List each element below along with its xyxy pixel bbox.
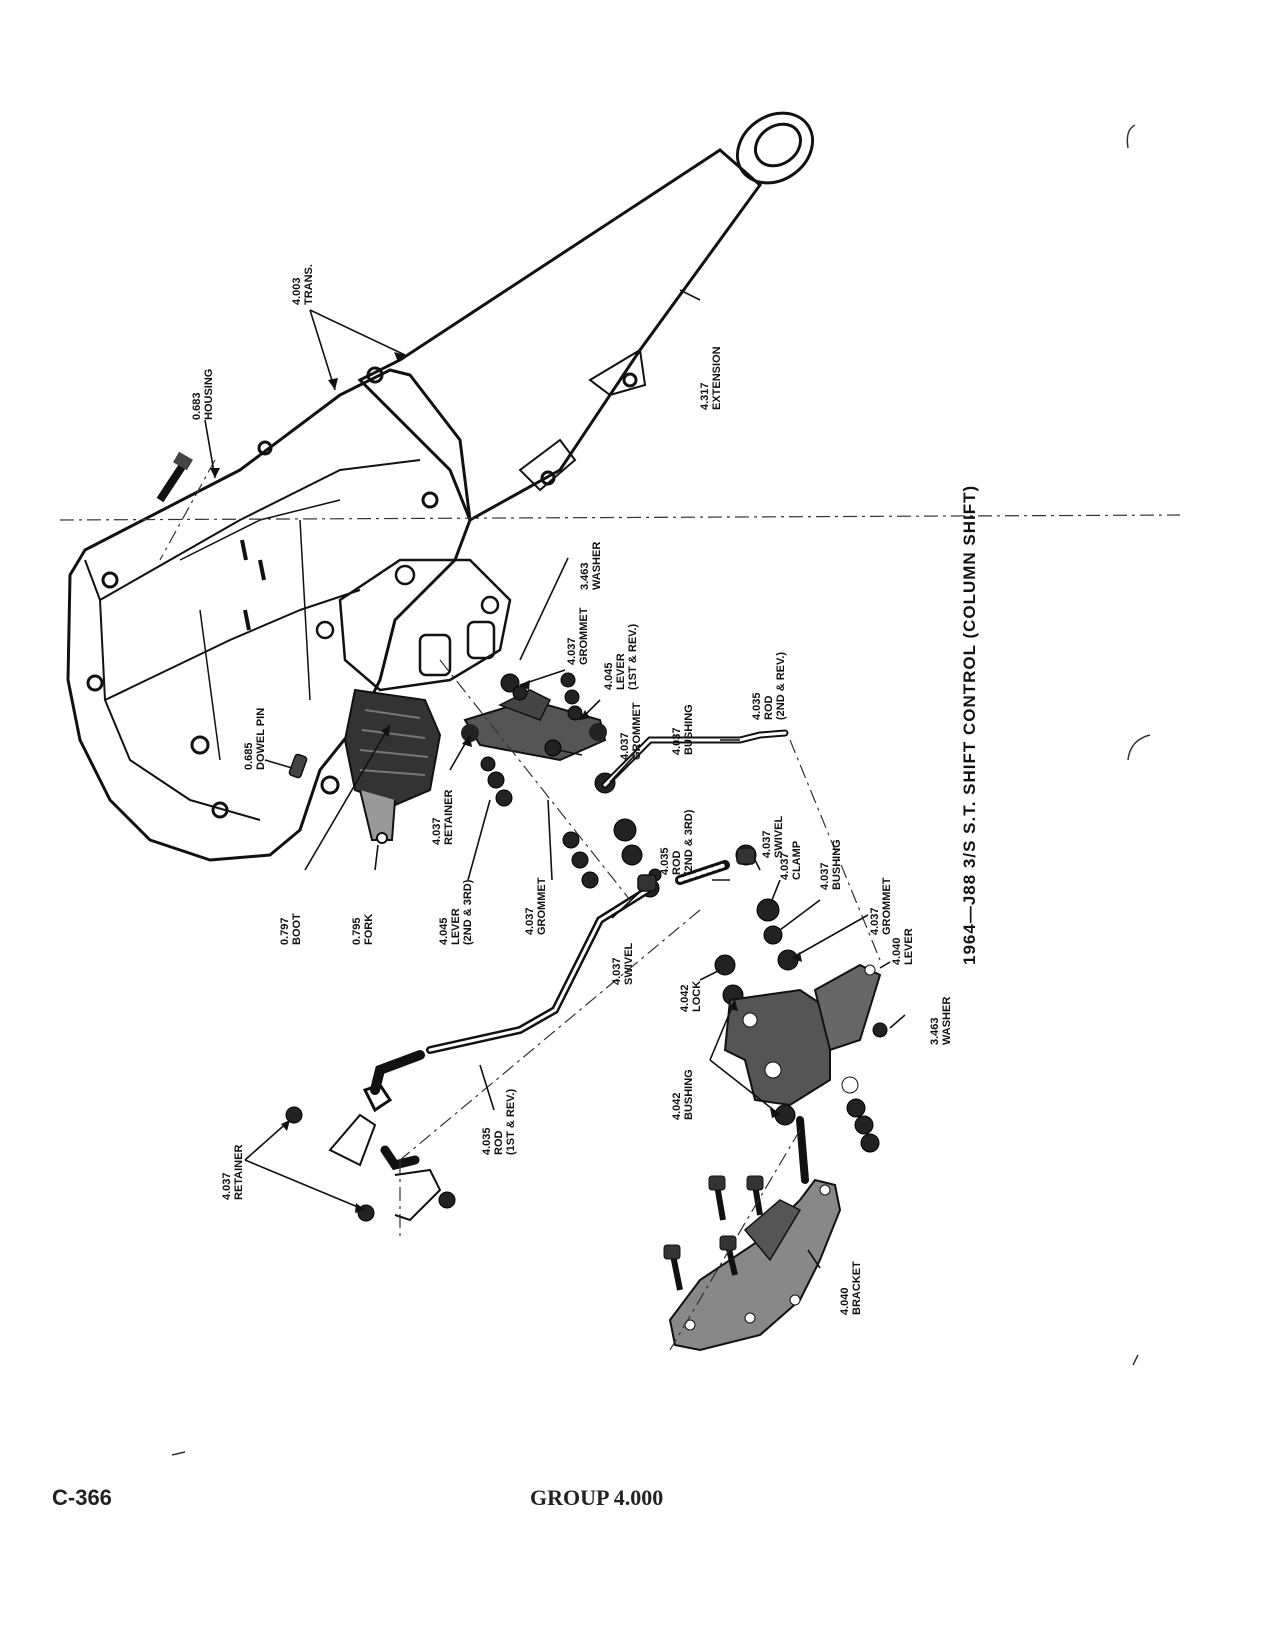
- label-boot: 0.797BOOT: [279, 913, 303, 945]
- label-swivel-b: 4.037SWIVEL: [611, 943, 635, 985]
- label-clamp: 4.037CLAMP: [779, 841, 803, 880]
- label-grommet-d: 4.037GROMMET: [869, 877, 893, 935]
- label-lever-2nd-3rd: 4.045LEVER(2ND & 3RD): [438, 879, 474, 945]
- dowel-pin-illustration: [288, 753, 308, 779]
- swivel-illustration: [637, 847, 756, 892]
- leader-lines: [204, 289, 906, 1269]
- label-lock: 4.042LOCK: [679, 981, 703, 1012]
- label-bushing-b: 4.037BUSHING: [819, 839, 843, 890]
- shift-rods-illustration: [370, 729, 809, 1184]
- label-extension: 4.317EXTENSION: [699, 346, 723, 410]
- extension-housing-illustration: [357, 111, 815, 523]
- label-retainer-a: 4.037RETAINER: [431, 790, 455, 845]
- scan-marks: [171, 124, 1151, 1456]
- leader-arrowheads: [210, 352, 802, 1213]
- label-rod-2nd-rev: 4.035ROD(2ND & REV.): [751, 652, 787, 720]
- label-housing: 0.683HOUSING: [191, 369, 215, 420]
- mounting-bracket-illustration: [668, 1178, 842, 1352]
- transmission-housing-illustration: [66, 368, 472, 862]
- housing-bolt-illustration: [156, 451, 193, 503]
- label-lever-1st: 4.045LEVER(1ST & REV.): [603, 623, 639, 690]
- label-grommet-b: 4.037GROMMET: [619, 702, 643, 760]
- label-bushing-c: 4.042BUSHING: [671, 1069, 695, 1120]
- diagram-title: 1964—J88 3/S S.T. SHIFT CONTROL (COLUMN …: [960, 485, 979, 965]
- label-rod-1st-rev: 4.035ROD(1ST & REV.): [481, 1088, 517, 1155]
- left-linkage-illustration: [328, 1083, 442, 1222]
- label-grommet-a: 4.037GROMMET: [566, 607, 590, 665]
- shift-levers-illustration: [461, 689, 607, 762]
- label-lever-4040: 4.040LEVER: [891, 928, 915, 965]
- part-labels: 0.683HOUSING 4.003TRANS. 4.317EXTENSION …: [191, 264, 953, 1315]
- label-rod-2nd-3rd: 4.035ROD(2ND & 3RD): [659, 809, 695, 875]
- label-swivel-a: 4.037SWIVEL: [761, 816, 785, 858]
- lower-lever-plate-illustration: [723, 963, 882, 1107]
- page-number: C-366: [52, 1485, 112, 1510]
- assembly-center-lines: [59, 459, 1181, 1351]
- label-washer-bottom: 3.463WASHER: [929, 997, 953, 1045]
- label-fork: 0.795FORK: [351, 914, 375, 945]
- group-label: GROUP 4.000: [530, 1485, 664, 1510]
- clutch-boot-illustration: [343, 688, 442, 844]
- side-cover-illustration: [315, 558, 512, 692]
- label-bracket: 4.040BRACKET: [839, 1261, 863, 1315]
- label-retainer-b: 4.037RETAINER: [221, 1145, 245, 1200]
- label-bushing-a: 4.037BUSHING: [671, 704, 695, 755]
- label-grommet-c: 4.037GROMMET: [524, 877, 548, 935]
- bolt-heads-illustration: [663, 1175, 764, 1260]
- label-trans: 4.003TRANS.: [291, 264, 315, 305]
- label-washer-top: 3.463WASHER: [579, 542, 603, 590]
- label-dowel-pin: 0.685DOWEL PIN: [243, 708, 267, 770]
